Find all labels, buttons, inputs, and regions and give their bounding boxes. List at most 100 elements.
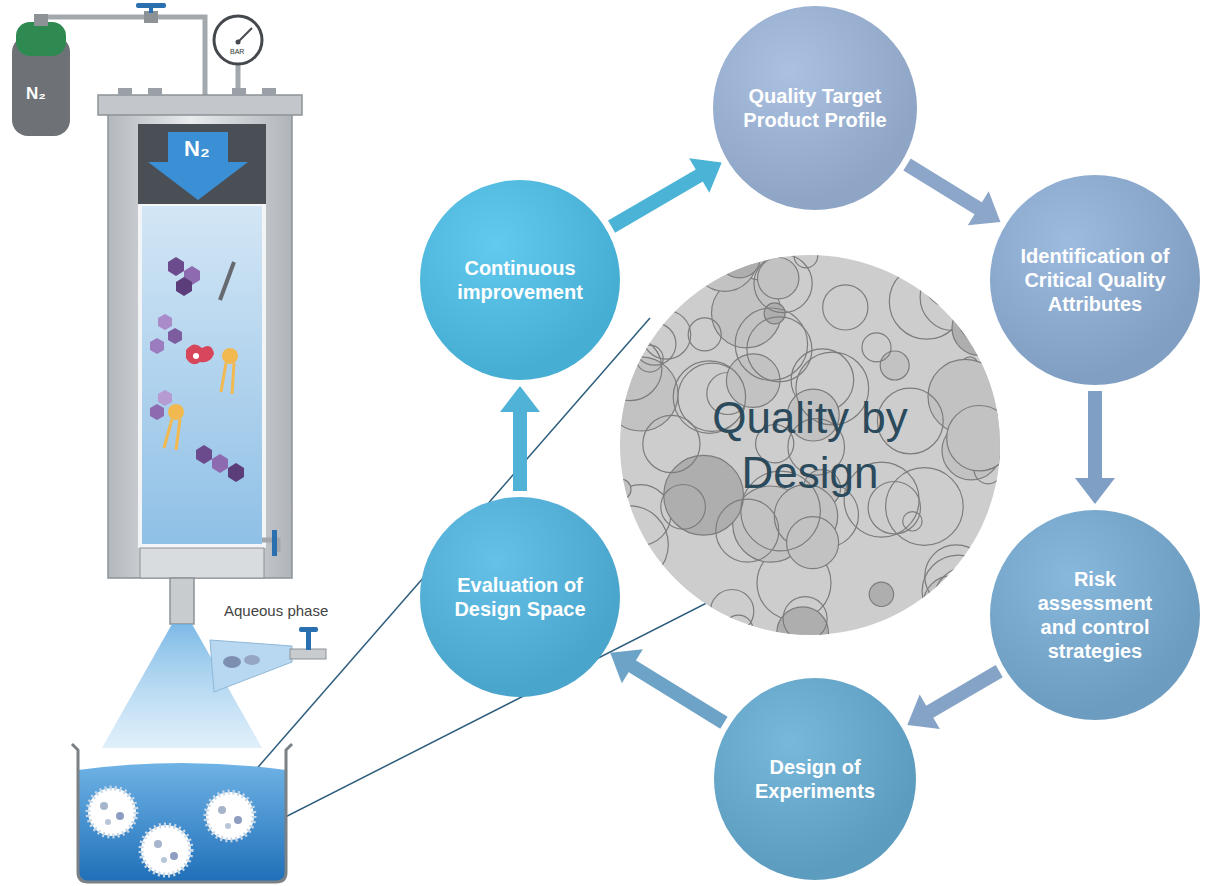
gauge-unit: BAR — [230, 48, 244, 55]
molecules — [150, 257, 244, 482]
vesicle — [636, 345, 663, 372]
vesicle — [688, 318, 721, 351]
process-circle: Design of Experiments — [714, 678, 916, 880]
vessel-lid — [98, 95, 302, 115]
lid-bolt — [232, 88, 246, 96]
vesicle — [869, 582, 893, 606]
step-label: Quality Target Product Profile — [740, 84, 890, 132]
aqueous-droplet — [223, 656, 241, 668]
vesicle — [764, 303, 785, 324]
step-label: Risk assessment and control strategies — [1020, 567, 1170, 663]
process-circle: Evaluation of Design Space — [420, 497, 620, 697]
lid-bolt — [118, 88, 132, 96]
vesicle — [735, 308, 807, 380]
aqueous-cone — [210, 640, 292, 692]
vesicle — [862, 333, 891, 362]
vesicle — [718, 255, 760, 278]
beaker — [72, 744, 292, 882]
cycle-arrow — [1075, 391, 1115, 504]
step-label: Evaluation of Design Space — [445, 573, 595, 621]
text-wrap: Quality Target Product Profile — [740, 84, 890, 132]
valve-stem — [149, 6, 153, 13]
vessel-body — [108, 110, 292, 578]
arrow-head — [500, 386, 540, 412]
step-label: Continuous improvement — [445, 256, 595, 304]
aqueous-valve — [306, 630, 311, 650]
part-label: Aqueous phase — [224, 602, 328, 619]
arrow-shaft — [925, 671, 1000, 715]
lid-bolt — [262, 88, 276, 96]
arrow-label: N₂ — [184, 136, 210, 162]
step-label: Identification of Critical Quality Attri… — [1020, 244, 1170, 316]
text-wrap: Quality by Design — [710, 390, 910, 500]
arrow-shaft — [513, 406, 527, 491]
vesicle — [634, 323, 676, 365]
text-wrap: Identification of Critical Quality Attri… — [1020, 244, 1170, 316]
vessel-cavity — [138, 124, 266, 548]
vesicle — [664, 455, 744, 535]
step-label: Design of Experiments — [740, 755, 890, 803]
gauge-needle — [238, 28, 252, 42]
process-circle: Identification of Critical Quality Attri… — [990, 175, 1200, 385]
vesicle — [724, 615, 753, 635]
liposome — [88, 788, 254, 875]
tank-label: N₂ — [26, 84, 46, 104]
text-wrap: Continuous improvement — [445, 256, 595, 304]
text-wrap: Evaluation of Design Space — [445, 573, 595, 621]
pressure-arrow — [148, 132, 248, 200]
vesicle — [661, 485, 706, 530]
lid-bolt — [148, 88, 162, 96]
arrow-head — [610, 649, 643, 683]
vesicle — [642, 311, 691, 360]
vesicle — [716, 499, 779, 562]
process-circle: Continuous improvement — [420, 180, 620, 380]
tank-cap — [16, 22, 66, 56]
vesicle — [880, 351, 909, 380]
arrow-head — [689, 158, 722, 193]
vesicle — [925, 545, 988, 608]
cycle-arrow — [610, 649, 724, 723]
vesicle — [620, 479, 631, 500]
text-wrap: Design of Experiments — [740, 755, 890, 803]
arrow-shaft — [612, 172, 705, 226]
vesicle — [643, 415, 700, 472]
vesicle — [651, 277, 672, 298]
vesicle — [754, 255, 812, 313]
vesicle — [620, 506, 668, 583]
vesicle — [747, 317, 812, 382]
vesicle — [823, 285, 868, 330]
cryo-tem-texture — [620, 255, 1000, 635]
process-circle: Risk assessment and control strategies — [990, 510, 1200, 720]
outlet-valve — [272, 530, 277, 556]
beaker-water — [78, 763, 286, 882]
aqueous-pipe — [290, 649, 326, 659]
vesicle — [783, 597, 827, 635]
nozzle — [170, 578, 194, 624]
vessel-foot — [140, 548, 264, 578]
tank-neck — [34, 14, 48, 26]
cycle-arrow — [907, 165, 1000, 226]
vesicle — [620, 273, 656, 321]
lipid-solution — [142, 206, 262, 544]
piston — [138, 124, 266, 204]
vesicle — [710, 590, 753, 633]
arrow-head — [907, 695, 940, 730]
process-circle: Quality Target Product Profile — [713, 6, 917, 210]
gauge-pivot — [236, 40, 241, 45]
center-title: Quality by Design — [710, 390, 910, 500]
center-circle: Quality by Design — [620, 255, 1000, 635]
cycle-arrow — [612, 158, 722, 226]
vesicle — [947, 406, 1000, 471]
pressure-gauge — [214, 16, 262, 64]
aqueous-valve-handle — [299, 627, 318, 632]
arrow-head — [1075, 478, 1115, 504]
arrow-shaft — [1088, 391, 1102, 484]
vesicle — [758, 258, 799, 299]
arrow-shaft — [907, 165, 983, 212]
cycle-arrow — [500, 386, 540, 491]
arrow-shaft — [627, 663, 724, 723]
cycle-arrow — [907, 671, 999, 729]
